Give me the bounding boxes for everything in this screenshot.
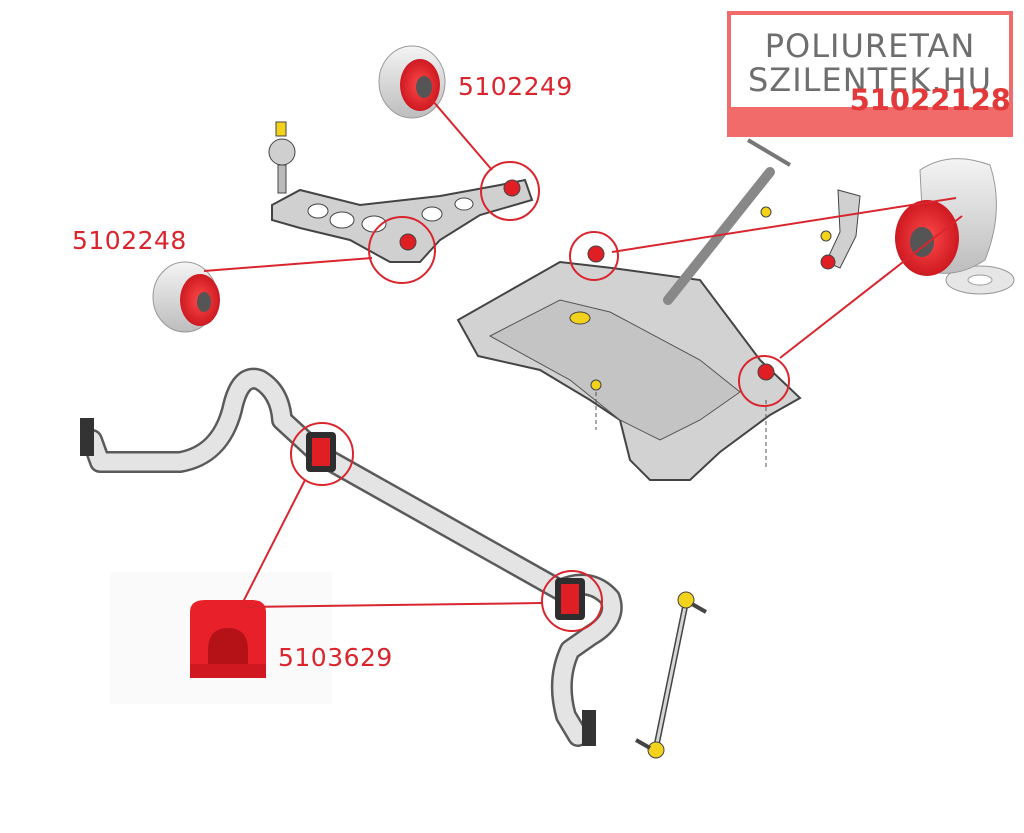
leader-line bbox=[779, 215, 963, 359]
highlight-circle-subframe-front bbox=[569, 231, 619, 281]
leader-line bbox=[239, 479, 306, 609]
leader-line bbox=[431, 99, 493, 171]
subframe bbox=[456, 138, 802, 481]
leader-line bbox=[244, 602, 543, 608]
bushing-5102248-photo bbox=[152, 261, 220, 333]
label-5102249: 5102249 bbox=[458, 72, 573, 101]
leader-line bbox=[203, 257, 373, 272]
brand-line-1: POLIURETAN bbox=[764, 27, 976, 65]
lower-drop-link bbox=[635, 591, 707, 759]
bushing-5102249-photo bbox=[378, 45, 446, 119]
brand-logo: POLIURETAN SZILENTEK.HU 51022128 bbox=[727, 11, 1013, 137]
stabilizer-bar bbox=[80, 367, 623, 747]
bushing-5103629-photo bbox=[110, 572, 332, 704]
upper-drop-link bbox=[760, 189, 861, 270]
bushing-51022128-photo bbox=[895, 158, 1015, 295]
label-5103629: 5103629 bbox=[278, 643, 393, 672]
highlight-circle-upper-bushing bbox=[480, 161, 540, 221]
control-arm bbox=[271, 178, 534, 263]
highlight-circle-stabilizer-right bbox=[541, 570, 603, 632]
brand-line-2: SZILENTEK.HU bbox=[747, 61, 993, 99]
label-51022128: 51022128 bbox=[849, 83, 1011, 117]
highlight-circle-lower-bushing bbox=[368, 216, 436, 284]
ball-joint bbox=[268, 121, 296, 194]
highlight-circle-stabilizer-left bbox=[290, 422, 354, 486]
leader-line bbox=[611, 197, 957, 253]
label-5102248: 5102248 bbox=[72, 226, 187, 255]
highlight-circle-subframe-rear bbox=[738, 355, 790, 407]
